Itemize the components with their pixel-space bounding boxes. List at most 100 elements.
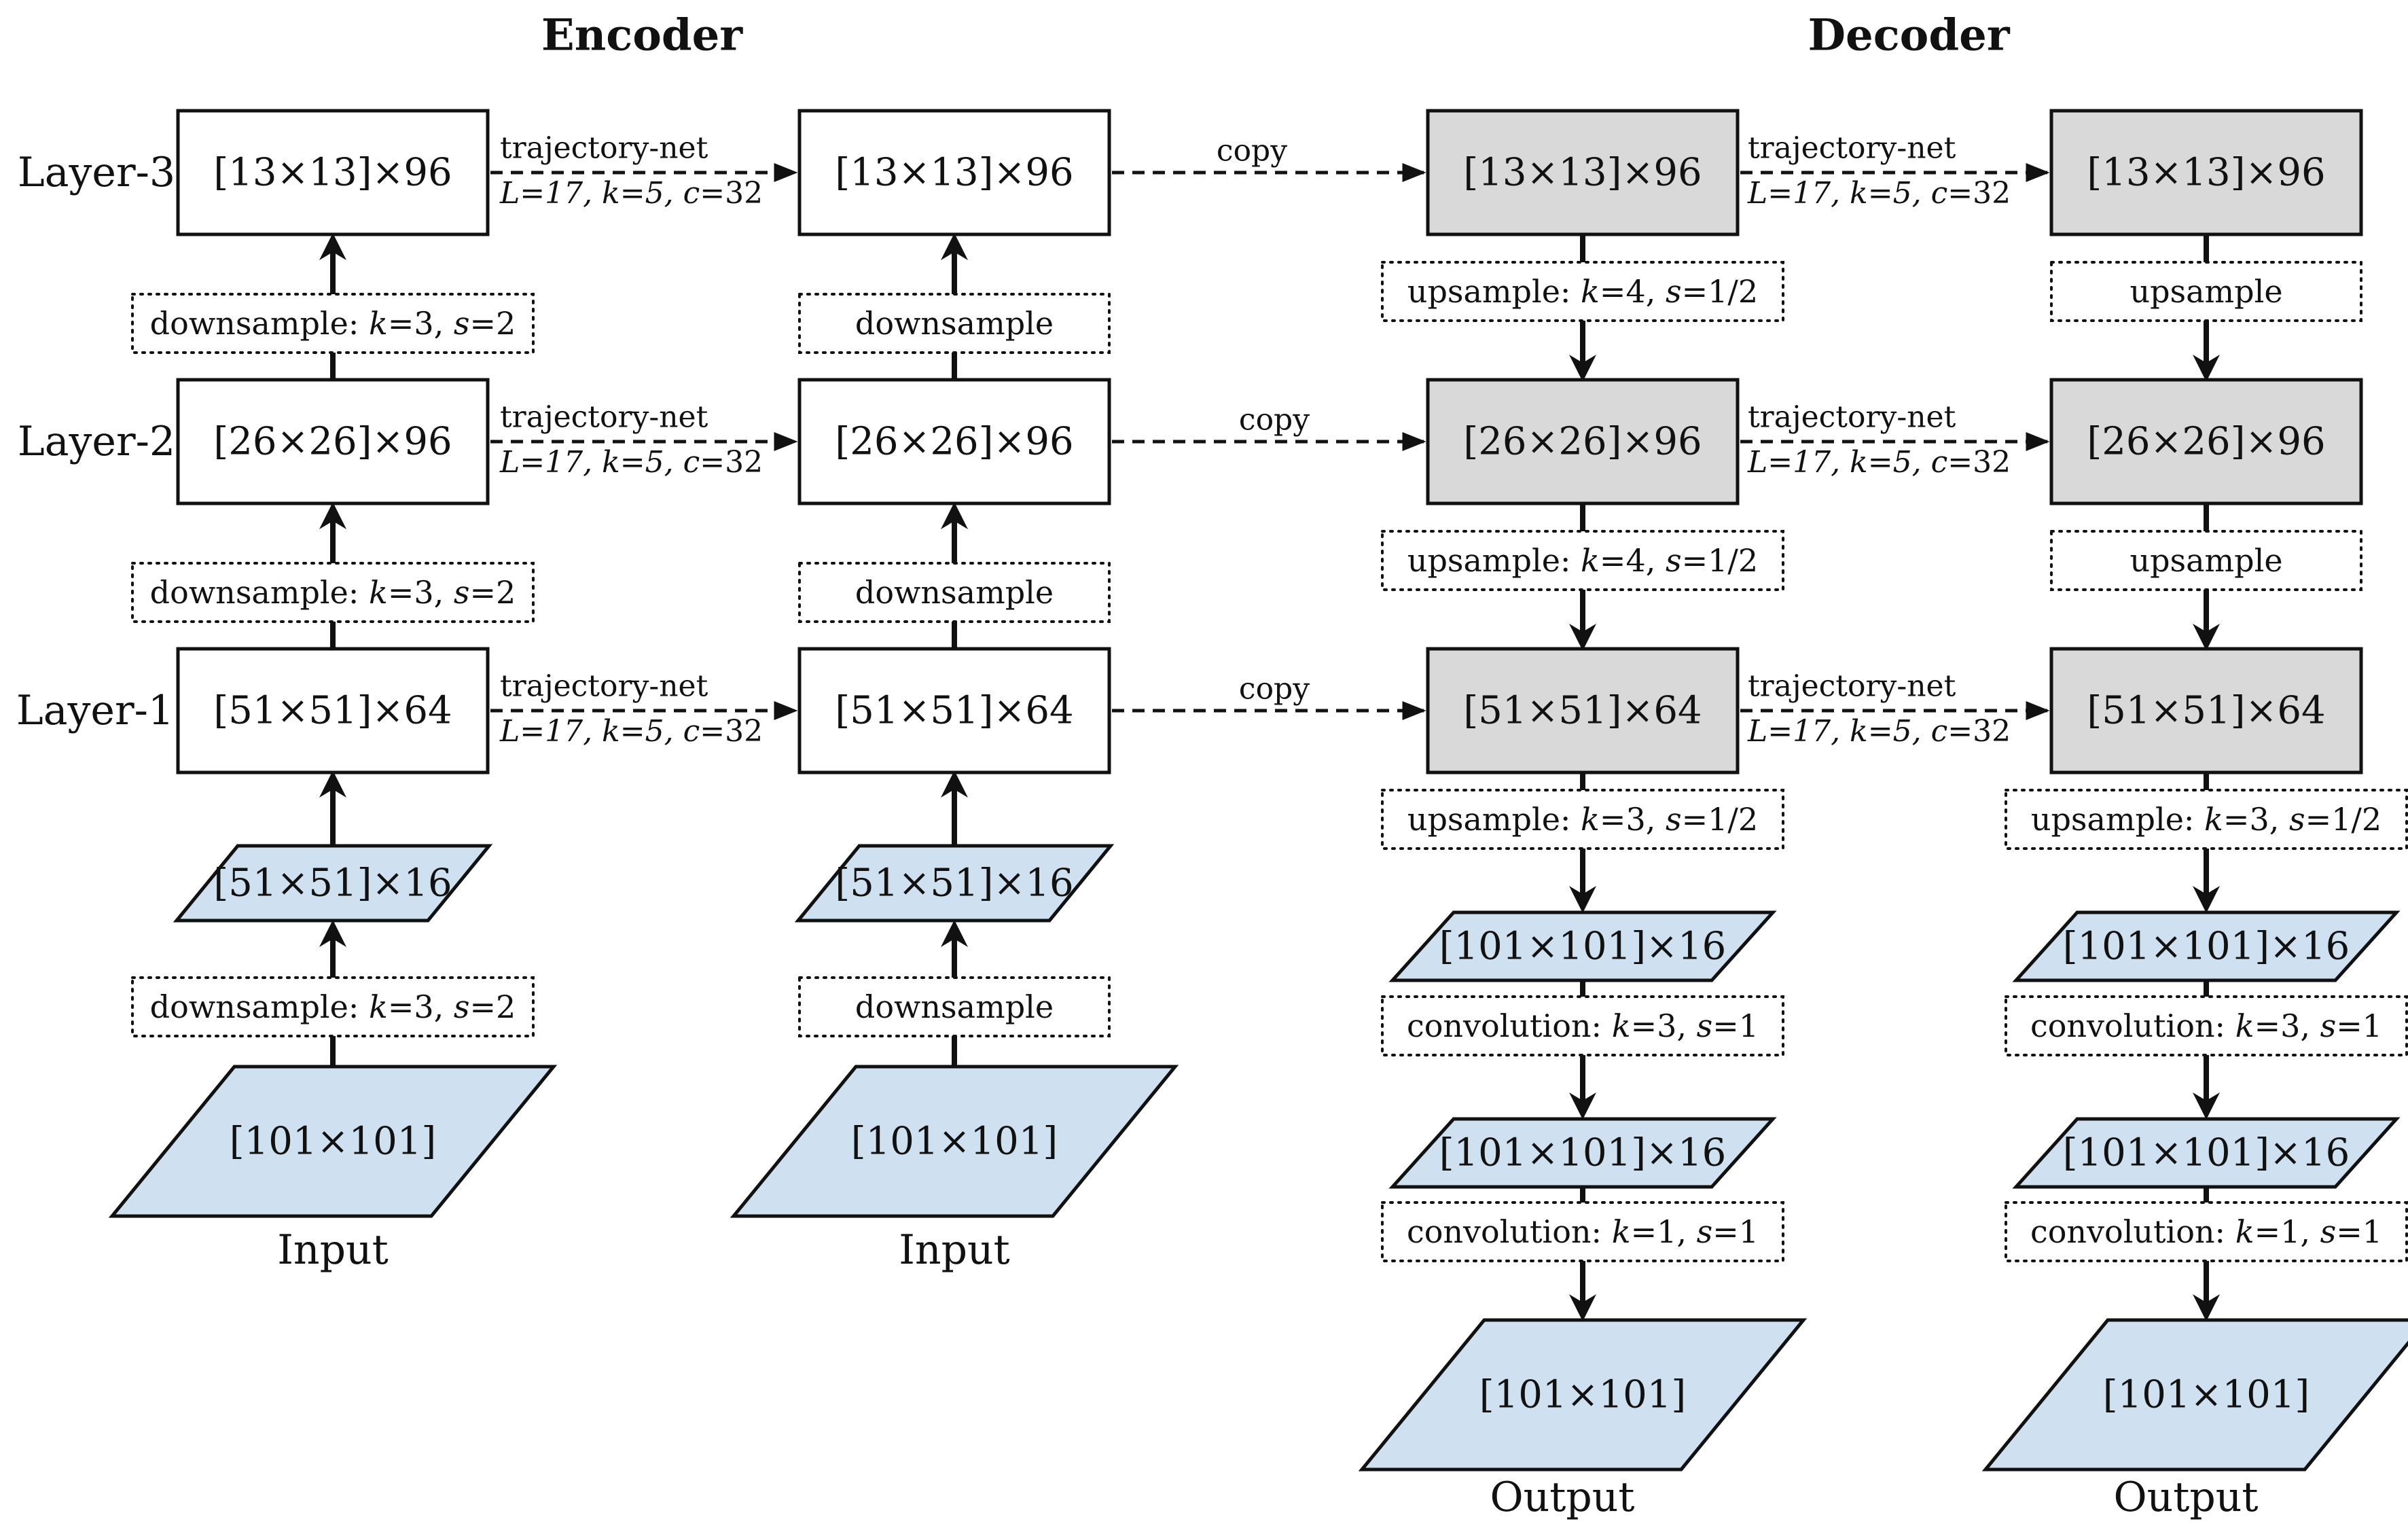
enc-b-mid-param	[794, 844, 1115, 923]
text-part: =1	[2336, 1213, 2382, 1250]
text-part: c	[683, 714, 700, 749]
text-part: L	[1747, 714, 1767, 749]
text-part: =32	[700, 445, 763, 480]
layer-1-label: Layer-1	[16, 687, 174, 734]
text-part: k	[602, 714, 620, 749]
text-part: =17,	[1767, 445, 1850, 480]
dec-a-us3-op-label: upsample: k=4, s=1/2	[1407, 273, 1758, 310]
text-part: =3,	[388, 574, 454, 611]
enc-a-layer2-box	[176, 378, 490, 505]
enc-a-ds1-op	[131, 976, 535, 1037]
text-part: =1/2	[1682, 273, 1759, 310]
text-part: k	[369, 988, 388, 1025]
layer-2-label: Layer-2	[18, 418, 175, 465]
enc-a-layer1-box	[176, 647, 490, 774]
text-part: k	[1581, 273, 1600, 310]
text-part: upsample:	[1407, 273, 1581, 310]
dec-a-us3-op	[1381, 261, 1784, 322]
text-part: =5,	[620, 445, 683, 480]
dec-a-conv2-op-label: convolution: k=1, s=1	[1407, 1213, 1759, 1250]
text-part: =4,	[1600, 273, 1666, 310]
text-part: =3,	[2223, 801, 2289, 838]
text-part: =5,	[1868, 445, 1931, 480]
text-part: c	[1931, 445, 1948, 480]
dec-a-layer2-box	[1426, 378, 1740, 505]
text-part: s	[1697, 1008, 1713, 1044]
text-part: =1	[1712, 1213, 1759, 1250]
text-part: L	[499, 176, 520, 211]
enc-b-layer1-box	[797, 647, 1111, 774]
dec-a-layer3-box	[1426, 109, 1740, 236]
text-part: k	[1581, 801, 1600, 838]
text-part: c	[1931, 176, 1948, 211]
text-part: =3,	[388, 305, 454, 342]
text-part: s	[2320, 1008, 2337, 1044]
dec-b-layer1-box-label: [51×51]×64	[2087, 689, 2325, 733]
text-part: k	[602, 445, 620, 480]
dec-b-layer2-box	[2049, 378, 2363, 505]
dec-a-us2-op-label: upsample: k=4, s=1/2	[1407, 542, 1758, 579]
dec-b-us3-op-label: upsample	[2130, 273, 2282, 310]
text-part: convolution:	[2030, 1008, 2235, 1044]
text-part: k	[1850, 714, 1868, 749]
enc-a-mid-param	[173, 844, 493, 923]
text-part: convolution:	[2030, 1213, 2235, 1250]
dec-b-conv2-op-label: convolution: k=1, s=1	[2030, 1213, 2382, 1250]
enc-a-ds1-op-label: downsample: k=3, s=2	[150, 988, 516, 1025]
text-part: k	[1612, 1213, 1631, 1250]
enc-b-input-caption: Input	[899, 1226, 1010, 1274]
text-part: downsample:	[150, 305, 369, 342]
dec-a-param2	[1388, 1117, 1777, 1189]
text-part: c	[1931, 714, 1948, 749]
dec-b-conv1-op	[2005, 995, 2408, 1056]
enc-a-ds3-op-label: downsample: k=3, s=2	[150, 305, 516, 342]
text-part: =32	[1947, 176, 2011, 211]
dec-b-us1-op-label: upsample: k=3, s=1/2	[2031, 801, 2382, 838]
text-part: =2	[470, 305, 516, 342]
text-part: k	[1581, 542, 1600, 579]
dec-b-us1-op	[2005, 789, 2408, 850]
dec-a-us1-op-label: upsample: k=3, s=1/2	[1407, 801, 1758, 838]
enc-b-layer2-box	[797, 378, 1111, 505]
decoder-header: Decoder	[1808, 10, 2010, 61]
enc-a-layer3-box	[176, 109, 490, 236]
text-part: =32	[1947, 714, 2011, 749]
text-part: downsample	[855, 574, 1054, 611]
dec-a-layer3-box-label: [13×13]×96	[1463, 151, 1702, 195]
dec-b-layer2-box-label: [26×26]×96	[2087, 420, 2325, 464]
dec-a-us1-op	[1381, 789, 1784, 850]
text-part: k	[1612, 1008, 1631, 1044]
text-part: =1	[1712, 1008, 1759, 1044]
dec-traj-label-3-params: L=17, k=5, c=32	[1747, 176, 2011, 211]
text-part: s	[1666, 542, 1682, 579]
dec-b-us2-op	[2050, 530, 2362, 591]
text-part: s	[1666, 801, 1682, 838]
enc-a-input-caption: Input	[277, 1226, 389, 1274]
text-part: =3,	[2254, 1008, 2320, 1044]
text-part: s	[454, 305, 470, 342]
dec-a-output-caption: Output	[1490, 1474, 1634, 1521]
dec-b-output-param	[1981, 1318, 2408, 1472]
text-part: =4,	[1600, 542, 1666, 579]
dec-a-param1-label: [101×101]×16	[1439, 925, 1727, 969]
text-part: =5,	[1868, 714, 1931, 749]
enc-traj-label-1-params: L=17, k=5, c=32	[499, 714, 763, 749]
text-part: upsample	[2130, 542, 2282, 579]
dec-b-param1-label: [101×101]×16	[2063, 925, 2350, 969]
enc-a-layer3-box-label: [13×13]×96	[213, 151, 452, 195]
text-part: s	[454, 574, 470, 611]
text-part: =17,	[520, 176, 602, 211]
text-part: =1,	[1631, 1213, 1697, 1250]
dec-b-conv1-op-label: convolution: k=3, s=1	[2030, 1008, 2382, 1044]
dec-a-conv1-op-label: convolution: k=3, s=1	[1407, 1008, 1759, 1044]
enc-b-ds2-op	[798, 562, 1111, 623]
enc-traj-label-2-params: L=17, k=5, c=32	[499, 445, 763, 480]
dec-b-layer1-box	[2049, 647, 2363, 774]
text-part: L	[1747, 445, 1767, 480]
text-part: =17,	[520, 445, 602, 480]
dec-b-param2-label: [101×101]×16	[2063, 1131, 2350, 1175]
dec-a-us2-op	[1381, 530, 1784, 591]
enc-a-mid-param-label: [51×51]×16	[213, 861, 452, 906]
dec-traj-label-2-title: trajectory-net	[1748, 400, 1956, 435]
